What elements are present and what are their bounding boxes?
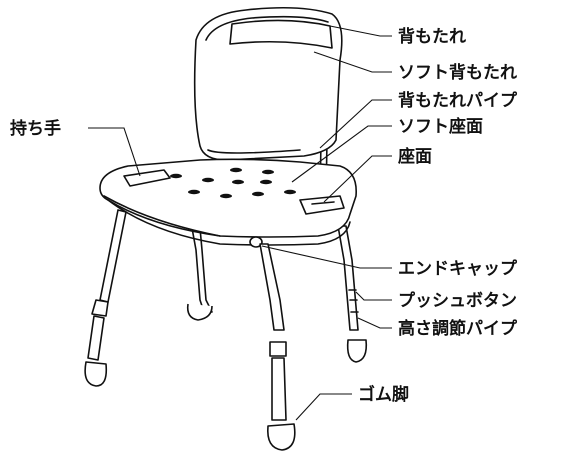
label-backrest: 背もたれ — [398, 26, 466, 47]
label-seat: 座面 — [398, 146, 432, 167]
seat — [99, 158, 357, 246]
label-backrest-pipe: 背もたれパイプ — [398, 90, 518, 111]
label-handle: 持ち手 — [10, 118, 61, 139]
label-end-cap: エンドキャップ — [398, 258, 518, 279]
label-soft-backrest: ソフト背もたれ — [398, 62, 517, 83]
front-legs — [84, 209, 296, 451]
leader-lines — [88, 25, 392, 421]
label-soft-seat: ソフト座面 — [398, 116, 483, 137]
end-cap — [249, 236, 263, 248]
label-height-pipe: 高さ調節パイプ — [398, 318, 518, 339]
backrest — [193, 6, 343, 161]
label-rubber-foot: ゴム脚 — [358, 384, 409, 405]
label-push-button: プッシュボタン — [398, 290, 517, 311]
back-legs — [186, 225, 368, 363]
